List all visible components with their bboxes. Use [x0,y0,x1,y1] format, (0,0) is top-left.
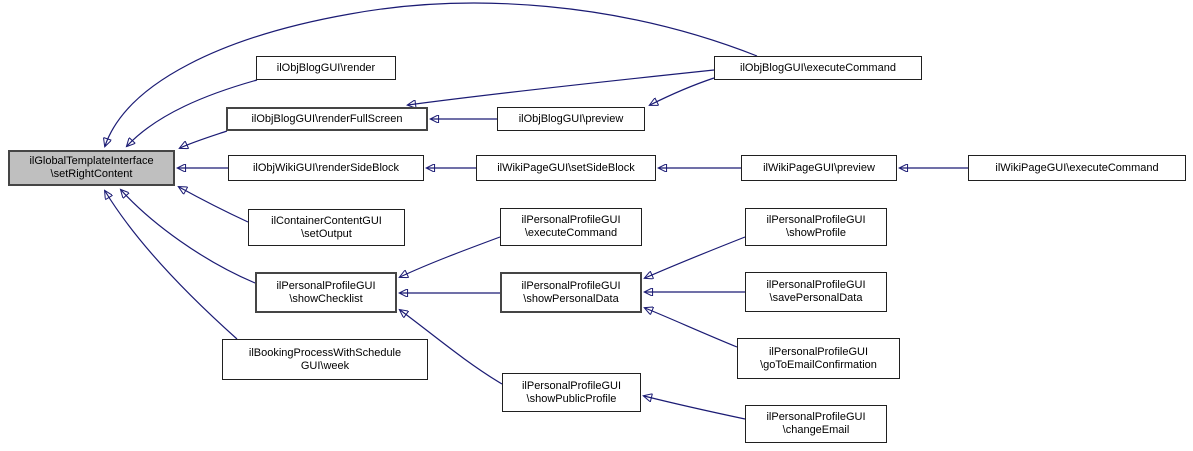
edge-booking-week-to-set-right-content [105,191,238,340]
node-ilobjwikigui-rendersideblock[interactable]: ilObjWikiGUI\renderSideBlock [228,155,424,181]
node-ilpersonalprofilegui-executecommand[interactable]: ilPersonalProfileGUI \executeCommand [500,208,642,246]
node-ilwikipagegui-preview[interactable]: ilWikiPageGUI\preview [741,155,897,181]
edge-show-profile-to-show-personal-data [645,236,746,278]
node-ilpersonalprofilegui-showchecklist[interactable]: ilPersonalProfileGUI \showChecklist [255,272,397,313]
node-ilobjbloggui-renderfullscreen[interactable]: ilObjBlogGUI\renderFullScreen [226,107,428,131]
edge-blog-execute-command-to-blog-preview [650,77,715,105]
node-ilpersonalprofilegui-gotoemailconfirmation[interactable]: ilPersonalProfileGUI \goToEmailConfirmat… [737,338,900,379]
edge-go-to-email-confirmation-to-show-personal-data [645,308,738,348]
node-ilpersonalprofilegui-showpublicprofile[interactable]: ilPersonalProfileGUI \showPublicProfile [502,373,641,412]
edge-container-set-output-to-set-right-content [179,187,249,223]
node-ilobjbloggui-render[interactable]: ilObjBlogGUI\render [256,56,396,80]
node-ilobjbloggui-executecommand[interactable]: ilObjBlogGUI\executeCommand [714,56,922,80]
edge-blog-render-to-set-right-content [127,79,258,146]
edge-show-public-profile-to-show-checklist [400,310,503,385]
edge-show-checklist-to-set-right-content [121,190,256,284]
edge-blog-render-full-screen-to-set-right-content [180,130,228,148]
edge-blog-execute-command-to-render-full-screen [408,69,715,105]
node-ilwikipagegui-executecommand[interactable]: ilWikiPageGUI\executeCommand [968,155,1186,181]
node-ilwikipagegui-setsideblock[interactable]: ilWikiPageGUI\setSideBlock [476,155,656,181]
node-ilobjbloggui-preview[interactable]: ilObjBlogGUI\preview [497,107,645,131]
node-ilpersonalprofilegui-changeemail[interactable]: ilPersonalProfileGUI \changeEmail [745,405,887,443]
edge-change-email-to-show-public-profile [644,396,746,420]
edge-personal-execute-command-to-show-checklist [400,236,501,277]
node-ilpersonalprofilegui-savepersonaldata[interactable]: ilPersonalProfileGUI \savePersonalData [745,272,887,312]
node-ilcontainercontentgui-setoutput[interactable]: ilContainerContentGUI \setOutput [248,209,405,246]
node-ilpersonalprofilegui-showpersonaldata[interactable]: ilPersonalProfileGUI \showPersonalData [500,272,642,313]
node-ilpersonalprofilegui-showprofile[interactable]: ilPersonalProfileGUI \showProfile [745,208,887,246]
node-ilglobaltemplateinterface-setrightcontent: ilGlobalTemplateInterface \setRightConte… [8,150,175,186]
node-ilbookingprocesswithschedulegui-week[interactable]: ilBookingProcessWithSchedule GUI\week [222,339,428,380]
edge-blog-execute-command-to-set-right-content [105,2,758,146]
